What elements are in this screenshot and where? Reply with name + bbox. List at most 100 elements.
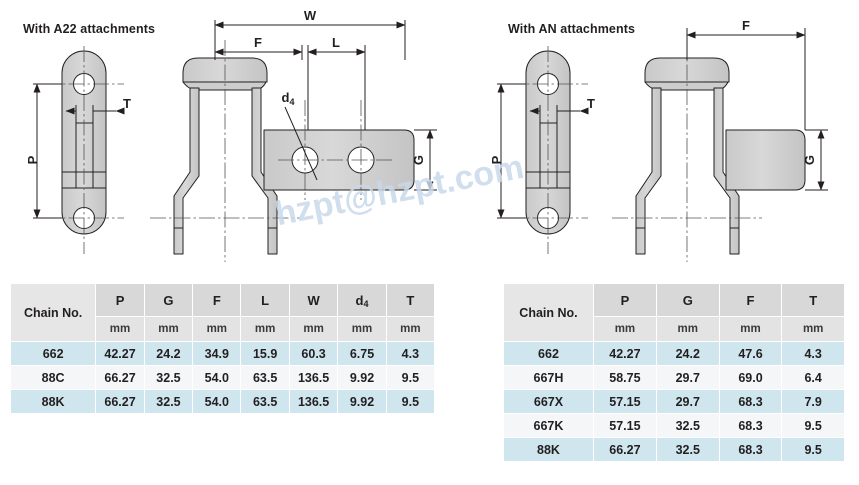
a22-table-cell-l: 63.5 <box>240 365 290 390</box>
a22-table-chain-no: 88K <box>9 389 97 414</box>
an-table-cell-p: 42.27 <box>592 341 657 366</box>
an-table-cell-t: 9.5 <box>781 437 845 462</box>
a22-table-unit-d4: mm <box>337 316 387 342</box>
an-plate-front-view <box>497 46 589 254</box>
an-table-col-header-p: P <box>592 283 657 317</box>
an-table-cell-p: 57.15 <box>592 413 657 438</box>
a22-table-cell-t: 9.5 <box>385 389 436 414</box>
a22-table-unit-w: mm <box>288 316 339 342</box>
an-table-unit-g: mm <box>655 316 720 342</box>
an-table-cell-t: 7.9 <box>781 389 845 414</box>
an-table-chain-no: 667H <box>503 365 594 390</box>
dim-label-p-an: P <box>489 155 504 164</box>
an-table-cell-f: 68.3 <box>718 413 783 438</box>
a22-attachment-plate-view <box>214 20 437 200</box>
dim-label-f-a22: F <box>254 35 262 50</box>
a22-table-unit-p: mm <box>95 316 145 342</box>
an-table-unit-p: mm <box>592 316 657 342</box>
an-attachment-plate-view <box>686 28 828 191</box>
dim-label-g-a22: G <box>411 155 426 165</box>
a22-table-cell-t: 4.3 <box>385 341 436 366</box>
a22-table-chain-no: 662 <box>9 341 97 366</box>
an-table-cell-t: 6.4 <box>781 365 845 390</box>
a22-corner-header: Chain No. <box>9 283 97 342</box>
an-table-cell-f: 47.6 <box>718 341 783 366</box>
dim-label-d4-a22: d4 <box>282 90 295 107</box>
an-table-cell-g: 24.2 <box>655 341 720 366</box>
an-corner-header: Chain No. <box>503 283 594 342</box>
dim-label-f-an: F <box>742 18 750 33</box>
an-table-cell-f: 68.3 <box>718 437 783 462</box>
a22-table-col-header-w: W <box>288 283 339 317</box>
a22-table-cell-l: 15.9 <box>240 341 290 366</box>
an-table-chain-no: 667K <box>503 413 594 438</box>
a22-table-cell-d4: 9.92 <box>337 365 387 390</box>
a22-table-cell-f: 54.0 <box>192 389 242 414</box>
drawing-title-a22: With A22 attachments <box>23 22 156 36</box>
a22-table-cell-p: 66.27 <box>95 365 145 390</box>
a22-table-unit-t: mm <box>385 316 436 342</box>
drawings-area: With A22 attachments With AN attachments <box>23 8 828 262</box>
a22-table-chain-no: 88C <box>9 365 97 390</box>
a22-table-cell-w: 60.3 <box>288 341 339 366</box>
an-table-cell-g: 29.7 <box>655 365 720 390</box>
dim-label-w-a22: W <box>304 8 317 23</box>
a22-table-cell-w: 136.5 <box>288 389 339 414</box>
dim-label-l-a22: L <box>332 35 340 50</box>
a22-side-section-view <box>150 40 300 262</box>
drawing-title-an: With AN attachments <box>508 22 636 36</box>
a22-table-cell-g: 32.5 <box>143 389 194 414</box>
an-side-section-view <box>612 40 762 262</box>
a22-table-cell-f: 34.9 <box>192 341 242 366</box>
an-table-cell-f: 69.0 <box>718 365 783 390</box>
a22-table-col-header-d4: d4 <box>337 283 387 317</box>
a22-table-cell-g: 24.2 <box>143 341 194 366</box>
an-table-cell-p: 57.15 <box>592 389 657 414</box>
an-table-cell-g: 29.7 <box>655 389 720 414</box>
an-table-cell-g: 32.5 <box>655 437 720 462</box>
a22-table-cell-t: 9.5 <box>385 365 436 390</box>
a22-table-cell-f: 54.0 <box>192 365 242 390</box>
an-table-unit-t: mm <box>781 316 845 342</box>
dim-label-p-a22: P <box>25 155 40 164</box>
a22-table-col-header-l: L <box>240 283 290 317</box>
attachment-drawings-svg: P T W F L G d4 P T F G <box>25 8 828 262</box>
a22-table-cell-g: 32.5 <box>143 365 194 390</box>
an-table-col-header-t: T <box>781 283 845 317</box>
a22-table-cell-p: 42.27 <box>95 341 145 366</box>
an-table-chain-no: 662 <box>503 341 594 366</box>
dim-label-t-a22: T <box>123 96 131 111</box>
an-table-cell-g: 32.5 <box>655 413 720 438</box>
an-table-cell-t: 4.3 <box>781 341 845 366</box>
a22-table-col-header-t: T <box>385 283 436 317</box>
an-table-chain-no: 88K <box>503 437 594 462</box>
dim-label-g-an: G <box>802 155 817 165</box>
a22-table-unit-l: mm <box>240 316 290 342</box>
a22-table-cell-w: 136.5 <box>288 365 339 390</box>
a22-plate-front-view <box>33 46 125 254</box>
an-table-cell-t: 9.5 <box>781 413 845 438</box>
an-table-chain-no: 667X <box>503 389 594 414</box>
a22-table-cell-p: 66.27 <box>95 389 145 414</box>
a22-table-unit-g: mm <box>143 316 194 342</box>
a22-table-cell-l: 63.5 <box>240 389 290 414</box>
an-table-cell-f: 68.3 <box>718 389 783 414</box>
a22-table-cell-d4: 9.92 <box>337 389 387 414</box>
a22-table-cell-d4: 6.75 <box>337 341 387 366</box>
an-table-cell-p: 66.27 <box>592 437 657 462</box>
an-table-unit-f: mm <box>718 316 783 342</box>
a22-table-unit-f: mm <box>192 316 242 342</box>
a22-table-col-header-f: F <box>192 283 242 317</box>
